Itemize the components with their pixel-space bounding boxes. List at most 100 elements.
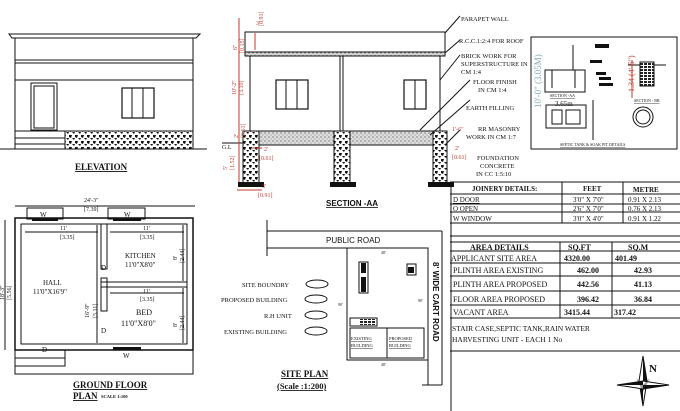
site-plan-legend: SITE BOUNDRY PROPOSED BUILDING R.H UNIT … <box>221 279 329 336</box>
elevation-drawing <box>0 33 207 150</box>
svg-text:FLOOR FINISH: FLOOR FINISH <box>473 79 517 86</box>
svg-text:[2.44]: [2.44] <box>180 249 186 264</box>
svg-text:PROPOSED: PROPOSED <box>389 336 413 341</box>
svg-text:[3.10]: [3.10] <box>239 81 245 96</box>
joinery-cell: 0.76 X 2.13 <box>628 205 662 213</box>
floor-plan-title: GROUND FLOOR <box>73 380 148 390</box>
area-note: HARVESTING UNIT - EACH 1 No <box>452 335 563 344</box>
section-labels: PARAPET WALL R.C.C.1:2:4 FOR ROOF BRICK … <box>459 16 528 178</box>
svg-text:PARAPET WALL: PARAPET WALL <box>461 16 509 23</box>
section-dimensions: 3' [0.91] 6" [0.15] 10'-2" [3.10] 2' [0.… <box>222 12 467 200</box>
svg-text:KITCHEN: KITCHEN <box>125 252 156 260</box>
svg-text:[0.61]: [0.61] <box>241 124 247 139</box>
svg-text:2': 2' <box>264 147 268 153</box>
svg-text:[5.56]: [5.56] <box>7 286 13 301</box>
svg-text:BRICK WORK FOR: BRICK WORK FOR <box>461 53 517 60</box>
joinery-cell: 2'6" X 7'0" <box>573 205 604 213</box>
area-note: STAIR CASE,SEPTIC TANK,RAIN WATER <box>452 324 590 333</box>
svg-text:[3.35]: [3.35] <box>60 235 75 241</box>
svg-text:24'-3": 24'-3" <box>84 198 99 204</box>
joinery-header: FEET <box>583 185 602 193</box>
section-drawing <box>222 15 471 191</box>
svg-text:[0.61]: [0.61] <box>259 156 274 162</box>
svg-text:1.34 (4'-5"): 1.34 (4'-5") <box>627 55 636 92</box>
area-cell: 42.93 <box>634 266 652 275</box>
svg-text:11'0"X16'9": 11'0"X16'9" <box>33 288 67 296</box>
svg-text:3.65m: 3.65m <box>555 100 573 108</box>
svg-text:D: D <box>101 264 106 272</box>
svg-text:8': 8' <box>173 323 179 327</box>
site-plan-labels: PUBLIC ROAD 8' WIDE CART ROAD 48' 48' 90… <box>326 236 440 367</box>
svg-text:10'-2": 10'-2" <box>232 80 238 95</box>
joinery-cell: 0.91 X 2.13 <box>628 196 662 204</box>
site-plan-scale: (Scale :1:200) <box>277 381 327 391</box>
svg-text:BED: BED <box>136 308 152 317</box>
svg-text:8' WIDE CART ROAD: 8' WIDE CART ROAD <box>431 262 440 342</box>
legend-symbol <box>304 310 328 320</box>
north-label: N <box>649 363 657 375</box>
svg-text:SEPTIC TANK & SOAK PIT DETAIL: SEPTIC TANK & SOAK PIT DETAILS <box>560 142 625 147</box>
svg-text:[0.91]: [0.91] <box>258 193 273 199</box>
area-cell: 3415.44 <box>564 308 590 317</box>
svg-text:[1.52]: [1.52] <box>230 156 236 171</box>
legend-site-boundry: SITE BOUNDRY <box>242 282 289 289</box>
svg-text:CONCRETE: CONCRETE <box>480 163 514 170</box>
svg-text:3': 3' <box>256 21 260 27</box>
area-cell: 401.49 <box>615 254 637 263</box>
area-table <box>450 241 680 352</box>
joinery-cell: O OPEN <box>453 205 478 213</box>
svg-text:R.C.C.1:2:4 FOR ROOF: R.C.C.1:2:4 FOR ROOF <box>459 38 524 45</box>
svg-text:W: W <box>123 352 130 360</box>
svg-text:[0.91]: [0.91] <box>259 12 265 27</box>
area-cell: PLINTH AREA PROPOSED <box>453 280 547 289</box>
svg-text:[2.44]: [2.44] <box>180 316 186 331</box>
svg-text:BUILDING: BUILDING <box>389 343 411 348</box>
svg-text:10'-0" (3.05M): 10'-0" (3.05M) <box>533 54 543 108</box>
legend-symbol <box>304 326 328 336</box>
area-cell: FLOOR AREA PROPOSED <box>453 295 545 304</box>
area-header: AREA DETAILS <box>470 243 529 252</box>
svg-text:BUILDING: BUILDING <box>351 343 373 348</box>
svg-text:6": 6" <box>233 44 239 50</box>
joinery-cell: W WINDOW <box>453 215 492 223</box>
svg-text:90': 90' <box>338 302 343 307</box>
septic-detail <box>530 36 678 150</box>
svg-text:11': 11' <box>60 226 67 232</box>
svg-text:FOUNDATION: FOUNDATION <box>477 155 519 162</box>
svg-text:W: W <box>40 211 47 219</box>
svg-text:[5.11]: [5.11] <box>93 304 99 318</box>
legend-symbol <box>304 294 328 304</box>
svg-text:3': 3' <box>262 184 266 190</box>
svg-text:[7.39]: [7.39] <box>84 207 99 213</box>
svg-text:WORK IN CM 1:7: WORK IN CM 1:7 <box>466 134 517 141</box>
svg-text:D: D <box>101 327 106 335</box>
area-cell: 4320.00 <box>564 254 590 263</box>
joinery-cell: 3'0" X 7'0" <box>573 196 604 204</box>
area-header: SQ.FT <box>568 243 592 252</box>
area-cell: PLINTH AREA EXISTING <box>453 266 543 275</box>
svg-text:SECTION - BB: SECTION - BB <box>634 98 660 103</box>
svg-text:G.L: G.L <box>222 145 232 151</box>
area-cell: 36.84 <box>634 295 652 304</box>
area-cell: 41.13 <box>634 280 652 289</box>
floor-plan-scale: SCALE 1:100 <box>101 394 128 399</box>
north-arrow-icon <box>616 355 670 407</box>
area-cell: 462.00 <box>577 266 599 275</box>
svg-text:SECTION -AA: SECTION -AA <box>550 93 575 98</box>
svg-text:PUBLIC ROAD: PUBLIC ROAD <box>326 236 380 245</box>
svg-text:8': 8' <box>173 256 179 260</box>
svg-text:W: W <box>124 211 131 219</box>
svg-text:11'0"X8'0": 11'0"X8'0" <box>121 319 156 328</box>
floor-plan-title-2: PLAN <box>73 391 98 401</box>
legend-proposed-building: PROPOSED BUILDING <box>221 297 288 304</box>
legend-existing-building: EXISTING BUILDING <box>224 329 287 336</box>
svg-text:[3.35]: [3.35] <box>140 297 155 303</box>
svg-text:D: D <box>42 346 47 354</box>
floor-plan-drawing <box>4 205 195 375</box>
elevation-title: ELEVATION <box>75 162 128 172</box>
area-cell: 317.42 <box>614 308 636 317</box>
svg-text:48': 48' <box>381 362 386 367</box>
joinery-cell: 3'0" X 4'0" <box>573 215 604 223</box>
area-cell: APPLICANT SITE AREA <box>451 254 537 263</box>
svg-text:11': 11' <box>143 289 150 295</box>
